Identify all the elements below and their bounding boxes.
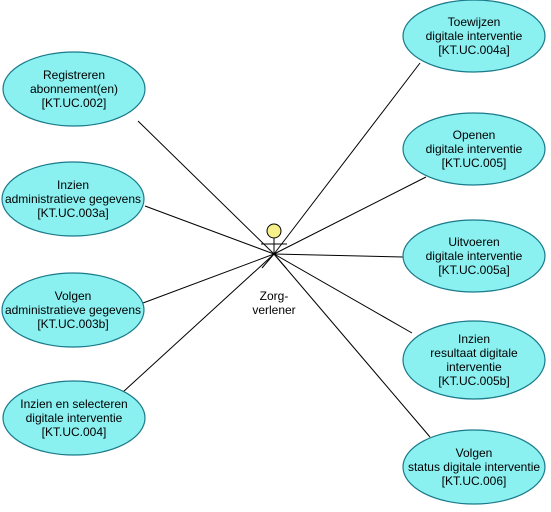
use-case-ellipse[interactable] bbox=[1, 272, 145, 348]
use-case-label-line: digitale interventie bbox=[426, 142, 523, 156]
use-case-label-line: digitale interventie bbox=[26, 411, 123, 425]
actor-name-line: Zorg- bbox=[260, 289, 289, 303]
use-case-label-line: digitale interventie bbox=[426, 249, 523, 263]
use-case-label-line: [KT.UC.002] bbox=[42, 96, 107, 110]
association-line bbox=[273, 253, 413, 334]
use-case-label-line: [KT.UC.004] bbox=[42, 425, 107, 439]
use-case-label-line: [KT.UC.006] bbox=[442, 474, 507, 488]
use-case-ellipse[interactable] bbox=[402, 0, 546, 73]
association-line bbox=[273, 62, 421, 255]
actor-head-icon bbox=[266, 223, 282, 239]
actor-left-leg bbox=[261, 253, 275, 269]
use-case-ellipse[interactable] bbox=[402, 219, 546, 293]
use-case-label-line: Inzien bbox=[57, 178, 89, 192]
use-case-ellipse[interactable] bbox=[1, 161, 145, 237]
association-line bbox=[273, 176, 427, 255]
use-case-ellipse[interactable] bbox=[2, 380, 146, 456]
actor-name-line: verlener bbox=[252, 303, 295, 317]
actor-zorgverlener[interactable]: Zorg-verlener bbox=[252, 223, 296, 317]
association-line bbox=[273, 253, 431, 438]
association-line bbox=[142, 253, 275, 304]
use-case-label-line: [KT.UC.005a] bbox=[438, 263, 509, 277]
use-case-label-line: [KT.UC.003a] bbox=[37, 206, 108, 220]
use-case-label-line: [KT.UC.004a] bbox=[438, 43, 509, 57]
association-line bbox=[273, 253, 404, 258]
use-case-label-line: Toewijzen bbox=[448, 15, 501, 29]
use-case-label-line: abonnement(en) bbox=[30, 82, 118, 96]
use-case-label-line: Registreren bbox=[43, 68, 105, 82]
associations bbox=[122, 62, 431, 438]
use-case-ellipse[interactable] bbox=[402, 320, 546, 400]
actor-right-leg bbox=[273, 253, 287, 269]
use-case-label-line: resultaat digitale bbox=[430, 346, 518, 360]
association-line bbox=[122, 253, 275, 393]
use-case-label-line: Inzien en selecteren bbox=[20, 397, 127, 411]
use-case-ellipse[interactable] bbox=[402, 112, 546, 186]
use-case-label-line: [KT.UC.005b] bbox=[438, 374, 509, 388]
use-case-label-line: Uitvoeren bbox=[448, 235, 499, 249]
use-case-label-line: status digitale interventie bbox=[408, 460, 540, 474]
use-case-ellipse[interactable] bbox=[2, 51, 146, 127]
use-case-label-line: Volgen bbox=[456, 446, 493, 460]
use-case-label-line: administratieve gegevens bbox=[5, 303, 141, 317]
association-line bbox=[144, 205, 275, 255]
association-line bbox=[137, 120, 275, 255]
use-case-label-line: Volgen bbox=[55, 289, 92, 303]
use-case-label-line: interventie bbox=[446, 360, 502, 374]
use-case-ellipse[interactable] bbox=[402, 429, 546, 505]
use-case-label-line: Inzien bbox=[458, 332, 490, 346]
use-case-label-line: administratieve gegevens bbox=[5, 192, 141, 206]
use-case-label-line: [KT.UC.003b] bbox=[37, 317, 108, 331]
use-case-label-line: Openen bbox=[453, 128, 496, 142]
use-case-label-line: digitale interventie bbox=[426, 29, 523, 43]
use-case-label-line: [KT.UC.005] bbox=[442, 156, 507, 170]
